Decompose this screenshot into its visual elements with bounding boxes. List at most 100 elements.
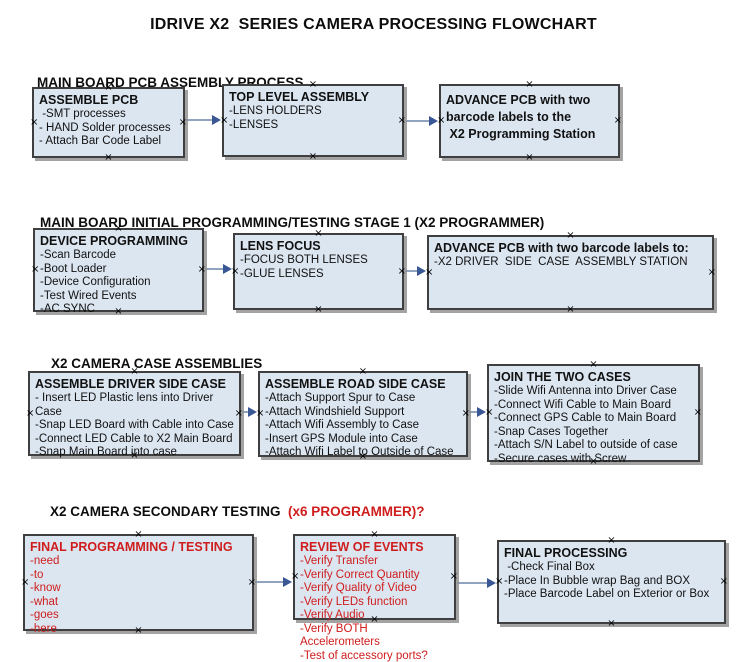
section-heading-text: MAIN BOARD PCB ASSEMBLY PROCESS — [37, 75, 304, 90]
box-title: TOP LEVEL ASSEMBLY — [229, 90, 370, 104]
flow-arrow-7[interactable] — [255, 577, 292, 587]
flow-box-final-processing[interactable]: × × × × FINAL PROCESSING -Check Final Bo… — [495, 536, 728, 629]
connection-point-icon: × — [719, 576, 728, 587]
box-step: -here — [30, 622, 57, 635]
box-step: -Check Final Box — [504, 561, 595, 573]
connection-point-icon: × — [495, 576, 504, 587]
flow-arrow-5[interactable] — [242, 407, 257, 417]
box-step: -Snap Main Board into case — [35, 446, 177, 458]
connection-point-icon: × — [707, 266, 716, 278]
flow-box-top-level-assembly[interactable]: × × × × TOP LEVEL ASSEMBLY -LENS HOLDERS… — [220, 80, 406, 162]
flow-box-assemble-pcb[interactable]: × × × × ASSEMBLE PCB -SMT processes - HA… — [30, 83, 187, 163]
box-title: ADVANCE PCB with two barcode labels to: — [434, 241, 689, 255]
section-heading-case-assemblies: X2 CAMERA CASE ASSEMBLIES — [36, 341, 262, 386]
connection-point-icon: × — [525, 152, 534, 163]
flow-arrow-1[interactable] — [186, 115, 221, 125]
box-step: - HAND Solder processes — [39, 121, 171, 134]
box-step: -Verify Audio — [300, 609, 365, 621]
box-step: -Insert GPS Module into Case — [265, 432, 418, 445]
flow-arrow-8[interactable] — [457, 578, 496, 588]
box-step: -Snap Cases Together — [494, 425, 609, 438]
section-heading-text: X2 CAMERA SECONDARY TESTING — [50, 504, 281, 519]
arrow-head-icon — [248, 407, 257, 417]
flow-arrow-2[interactable] — [406, 116, 438, 126]
arrow-line — [405, 270, 417, 272]
arrow-line — [186, 119, 212, 121]
box-step: -Test Wired Events — [40, 289, 137, 302]
box-step: -Attach Windshield Support — [265, 405, 405, 418]
box-step: -Test of accessory ports? — [300, 649, 428, 662]
connection-point-icon: × — [485, 407, 494, 418]
arrow-line — [242, 411, 248, 413]
box-step: -Verify Correct Quantity — [300, 568, 420, 581]
connection-point-icon: × — [30, 116, 39, 128]
connection-point-icon: × — [220, 114, 229, 126]
flow-box-assemble-driver-side-case[interactable]: × × × × ASSEMBLE DRIVER SIDE CASE - Inse… — [26, 367, 243, 461]
box-title: ASSEMBLE ROAD SIDE CASE — [265, 377, 446, 391]
flow-box-device-programming[interactable]: × × × × DEVICE PROGRAMMING -Scan Barcode… — [31, 224, 206, 317]
box-step: -Scan Barcode — [40, 249, 117, 261]
box-title: LENS FOCUS — [240, 239, 321, 253]
arrow-head-icon — [283, 577, 292, 587]
flow-arrow-4[interactable] — [405, 266, 426, 276]
box-step: -Attach S/N Label to outside of case — [494, 439, 678, 451]
box-step: - Attach Bar Code Label — [39, 135, 162, 147]
box-step: -know — [30, 582, 61, 594]
box-step: -Place Barcode Label on Exterior or Box — [504, 588, 710, 600]
box-title: REVIEW OF EVENTS — [300, 540, 424, 554]
connection-point-icon: × — [613, 115, 622, 126]
flow-box-assemble-road-side-case[interactable]: × × × × ASSEMBLE ROAD SIDE CASE -Attach … — [256, 367, 470, 462]
connection-point-icon: × — [31, 264, 40, 275]
arrow-head-icon — [477, 407, 486, 417]
box-step: -Connect LED Cable to X2 Main Board — [35, 432, 233, 445]
section-heading-pcb-assembly: MAIN BOARD PCB ASSEMBLY PROCESS — [22, 60, 304, 105]
section-heading-initial-programming: MAIN BOARD INITIAL PROGRAMMING/TESTING S… — [25, 200, 544, 245]
flow-box-join-the-two-cases[interactable]: × × × × JOIN THE TWO CASES -Slide Wifi A… — [485, 360, 702, 467]
box-step: -Secure cases with Screw — [494, 452, 627, 465]
box-step: -what — [30, 595, 59, 608]
arrow-head-icon — [223, 264, 232, 274]
box-step: - Insert LED Plastic lens into Driver Ca… — [35, 392, 217, 418]
arrow-line — [457, 582, 487, 584]
section-heading-secondary-testing: X2 CAMERA SECONDARY TESTING (x6 PROGRAMM… — [35, 489, 425, 534]
flow-box-advance-pcb-driver-side[interactable]: × × × × ADVANCE PCB with two barcode lab… — [425, 231, 716, 315]
arrow-line — [205, 268, 223, 270]
section-heading-red-suffix: (x6 PROGRAMMER)? — [280, 504, 425, 519]
arrow-head-icon — [212, 115, 221, 125]
arrow-head-icon — [429, 116, 438, 126]
connection-point-icon: × — [308, 151, 318, 162]
connection-point-icon: × — [425, 266, 434, 278]
box-step: -LENSES — [229, 118, 279, 131]
connection-point-icon: × — [566, 304, 575, 315]
box-step: -Verify Quality of Video — [300, 582, 417, 594]
box-step: -Boot Loader — [40, 262, 107, 275]
box-step: -goes — [30, 609, 59, 621]
box-title: JOIN THE TWO CASES — [494, 370, 631, 384]
box-step: -to — [30, 568, 44, 581]
box-step: -Attach Wifi Label to Outside of Case — [265, 446, 454, 458]
box-step: -Connect GPS Cable to Main Board — [494, 412, 677, 424]
flow-arrow-6[interactable] — [469, 407, 486, 417]
connection-point-icon: × — [104, 152, 113, 163]
flow-box-final-programming-testing[interactable]: × × × × FINAL PROGRAMMING / TESTING -nee… — [21, 530, 256, 636]
box-step: -AC SYNC — [40, 303, 95, 315]
flow-box-lens-focus[interactable]: × × × × LENS FOCUS -FOCUS BOTH LENSES -G… — [231, 229, 406, 315]
flow-box-advance-pcb-programming-station[interactable]: × × × × ADVANCE PCB with two barcode lab… — [437, 80, 622, 163]
connection-point-icon: × — [437, 115, 446, 126]
page-title: IDRIVE X2 SERIES CAMERA PROCESSING FLOWC… — [150, 16, 597, 33]
box-title: FINAL PROCESSING — [504, 546, 628, 560]
box-step: -FOCUS BOTH LENSES — [240, 254, 368, 266]
arrow-line — [469, 411, 477, 413]
box-step: -Attach Support Spur to Case — [265, 392, 416, 404]
connection-point-icon: × — [314, 304, 323, 315]
connection-point-icon: × — [607, 618, 616, 629]
box-step: -Snap LED Board with Cable into Case — [35, 419, 234, 431]
box-step: -Verify BOTH Accelerometers — [300, 622, 380, 649]
arrow-line — [255, 581, 283, 583]
connection-point-icon: × — [231, 265, 240, 277]
box-step: -X2 DRIVER SIDE CASE ASSEMBLY STATION — [434, 256, 688, 268]
flow-arrow-3[interactable] — [205, 264, 232, 274]
flow-box-review-of-events[interactable]: × × × × REVIEW OF EVENTS -Verify Transfe… — [291, 530, 458, 662]
box-title: FINAL PROGRAMMING / TESTING — [30, 540, 233, 554]
connection-point-icon: × — [21, 576, 30, 588]
